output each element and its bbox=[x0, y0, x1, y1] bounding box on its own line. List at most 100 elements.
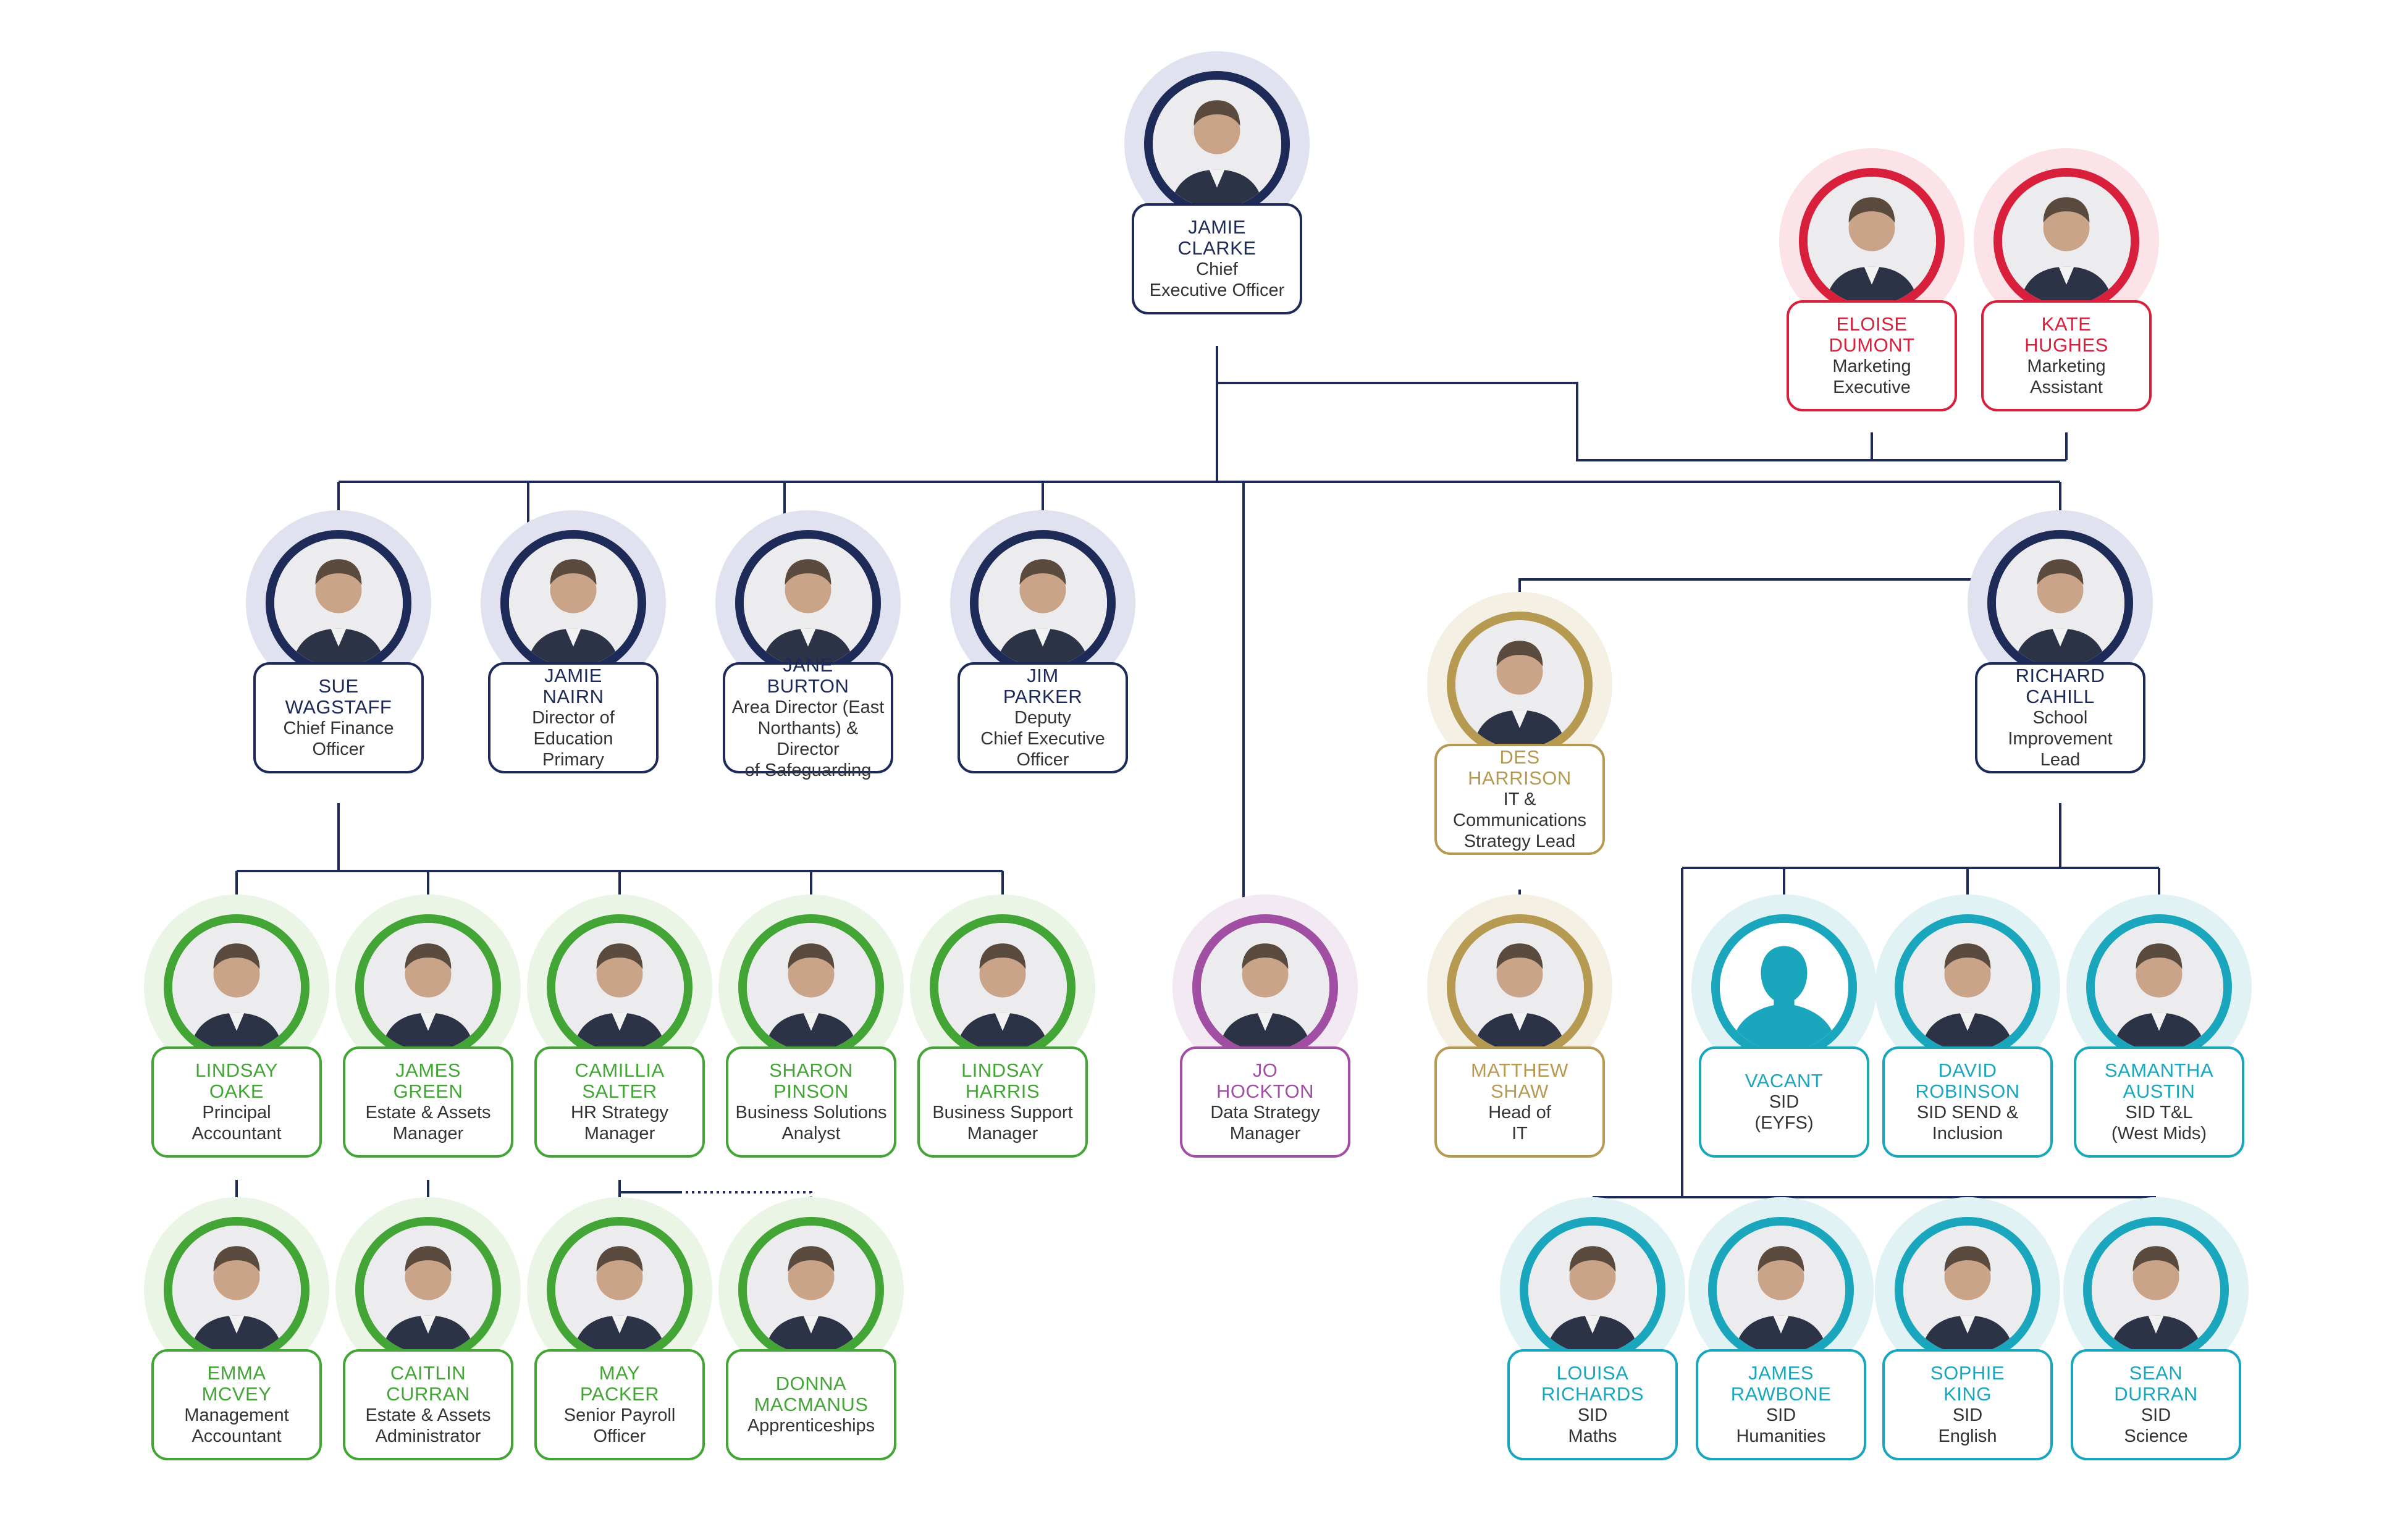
person-photo-icon bbox=[1455, 923, 1584, 1051]
person-photo-icon bbox=[2092, 1226, 2220, 1354]
person-photo-icon bbox=[1455, 620, 1584, 749]
first-name: VACANT bbox=[1745, 1070, 1824, 1092]
job-title-line: Business Solutions bbox=[735, 1103, 887, 1122]
photo-ring bbox=[500, 530, 646, 676]
job-title-line: English bbox=[1938, 1426, 1997, 1446]
person-photo-icon bbox=[1201, 923, 1329, 1051]
person-photo-icon bbox=[1717, 1226, 1845, 1354]
job-title-line: Analyst bbox=[781, 1124, 841, 1143]
first-name: SUE bbox=[318, 675, 359, 697]
last-name: CURRAN bbox=[386, 1383, 470, 1405]
person-photo-icon bbox=[509, 539, 638, 667]
first-name: ELOISE bbox=[1836, 313, 1908, 335]
person-photo-icon bbox=[172, 1226, 301, 1354]
photo-ring bbox=[164, 914, 309, 1060]
job-title-line: Officer bbox=[312, 739, 365, 759]
photo-ring bbox=[1447, 914, 1593, 1060]
job-title-line: Marketing bbox=[1832, 356, 1911, 376]
job-title-line: SID T&L bbox=[2125, 1103, 2193, 1122]
last-name: GREEN bbox=[393, 1080, 463, 1102]
last-name: PARKER bbox=[1003, 686, 1083, 707]
last-name: SHAW bbox=[1491, 1080, 1549, 1102]
job-title-line: Area Director (East bbox=[731, 697, 885, 717]
job-title-line: Improvement bbox=[2008, 729, 2113, 749]
last-name: KING bbox=[1943, 1383, 1992, 1405]
person-photo-icon bbox=[1808, 177, 1936, 305]
last-name: MACMANUS bbox=[754, 1394, 869, 1415]
job-title-line: Assistant bbox=[2030, 377, 2103, 397]
job-title-line: Business Support bbox=[932, 1103, 1073, 1122]
first-name: JIM bbox=[1027, 665, 1059, 686]
job-title-line: Chief bbox=[1196, 259, 1238, 279]
last-name: CLARKE bbox=[1177, 237, 1257, 259]
last-name: OAKE bbox=[209, 1080, 264, 1102]
first-name: SEAN bbox=[2129, 1362, 2183, 1384]
last-name: HARRIS bbox=[965, 1080, 1040, 1102]
photo-ring bbox=[970, 530, 1116, 676]
person-photo-icon bbox=[747, 923, 875, 1051]
last-name: DURRAN bbox=[2114, 1383, 2198, 1405]
person-photo-icon bbox=[2095, 923, 2223, 1051]
first-name: SAMANTHA bbox=[2104, 1059, 2214, 1081]
photo-ring bbox=[547, 1217, 693, 1363]
last-name: DUMONT bbox=[1829, 334, 1915, 356]
person-photo-icon bbox=[747, 1226, 875, 1354]
first-name: JAMIE bbox=[544, 665, 602, 686]
job-title-line: Humanities bbox=[1736, 1426, 1826, 1446]
job-title-line: Primary bbox=[542, 750, 604, 770]
job-title-line: Lead bbox=[2040, 750, 2081, 770]
person-photo-icon bbox=[555, 923, 684, 1051]
photo-ring bbox=[1520, 1217, 1665, 1363]
job-title-line: SID bbox=[1769, 1092, 1800, 1112]
person-photo-icon bbox=[172, 923, 301, 1051]
photo-ring bbox=[2086, 914, 2232, 1060]
job-title-line: (EYFS) bbox=[1754, 1113, 1814, 1133]
last-name: BURTON bbox=[767, 675, 849, 697]
last-name: PACKER bbox=[579, 1383, 660, 1405]
photo-ring bbox=[738, 1217, 884, 1363]
first-name: DONNA bbox=[775, 1373, 847, 1394]
last-name: SALTER bbox=[582, 1080, 657, 1102]
job-title-line: Senior Payroll bbox=[563, 1405, 676, 1425]
person-photo-icon bbox=[364, 923, 492, 1051]
person-photo-icon bbox=[1903, 1226, 2032, 1354]
job-title-line: Strategy Lead bbox=[1463, 831, 1576, 851]
photo-ring bbox=[1799, 168, 1945, 314]
photo-ring bbox=[266, 530, 411, 676]
job-title-line: Science bbox=[2124, 1426, 2188, 1446]
job-title-line: of Safeguarding bbox=[744, 760, 872, 780]
dotted-connector-line bbox=[680, 1191, 812, 1217]
photo-ring bbox=[355, 914, 501, 1060]
job-title-line: SID SEND & bbox=[1916, 1103, 2019, 1122]
first-name: RICHARD bbox=[2015, 665, 2105, 686]
first-name: SOPHIE bbox=[1930, 1362, 2005, 1384]
job-title-line: School bbox=[2032, 708, 2088, 728]
job-title-line: Estate & Assets bbox=[365, 1103, 491, 1122]
person-photo-icon bbox=[979, 539, 1107, 667]
